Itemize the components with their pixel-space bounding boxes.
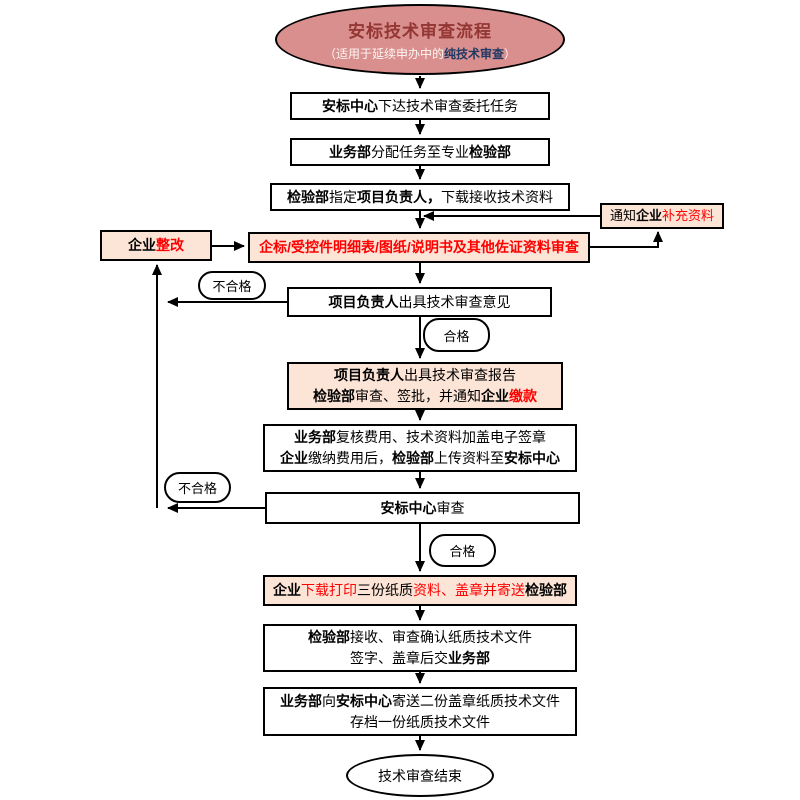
node-designate-leader: 检验部指定项目负责人，下载接收技术资料 <box>270 183 570 211</box>
label-fail-2: 不合格 <box>164 472 231 503</box>
arrow-review-to-notify <box>590 231 663 248</box>
start-ellipse: 安标技术审查流程 （适用于延续申办中的纯技术审查） <box>275 4 565 75</box>
node-fee-check-upload: 业务部复核费用、技术资料加盖电子签章企业缴纳费用后，检验部上传资料至安标中心 <box>263 424 577 472</box>
node-assign-task: 业务部分配任务至专业检验部 <box>290 138 550 166</box>
label-fail-1: 不合格 <box>198 271 266 300</box>
node-delegate-task: 安标中心下达技术审查委托任务 <box>290 92 550 120</box>
node-enterprise-rectify: 企业整改 <box>100 230 212 261</box>
node-center-review: 安标中心审查 <box>265 492 580 524</box>
node-download-print-send: 企业下载打印三份纸质资料、盖章并寄送检验部 <box>263 575 577 606</box>
node-send-archive: 业务部向安标中心寄送二份盖章纸质技术文件存档一份纸质技术文件 <box>263 687 577 736</box>
end-ellipse: 技术审查结束 <box>346 754 494 797</box>
label-pass-2: 合格 <box>429 534 496 567</box>
node-review-report: 项目负责人出具技术审查报告检验部审查、签批，并通知企业缴款 <box>287 362 563 410</box>
diagram-subtitle: （适用于延续申办中的纯技术审查） <box>323 47 517 61</box>
node-notify-supplement: 通知企业补充资料 <box>600 203 724 229</box>
diagram-title: 安标技术审查流程 <box>348 22 492 41</box>
node-review-opinion: 项目负责人出具技术审查意见 <box>287 287 552 317</box>
label-pass-1: 合格 <box>423 318 490 352</box>
node-receive-confirm: 检验部接收、审查确认纸质技术文件签字、盖章后交业务部 <box>263 624 577 672</box>
node-document-review: 企标/受控件明细表/图纸/说明书及其他佐证资料审查 <box>248 232 590 263</box>
